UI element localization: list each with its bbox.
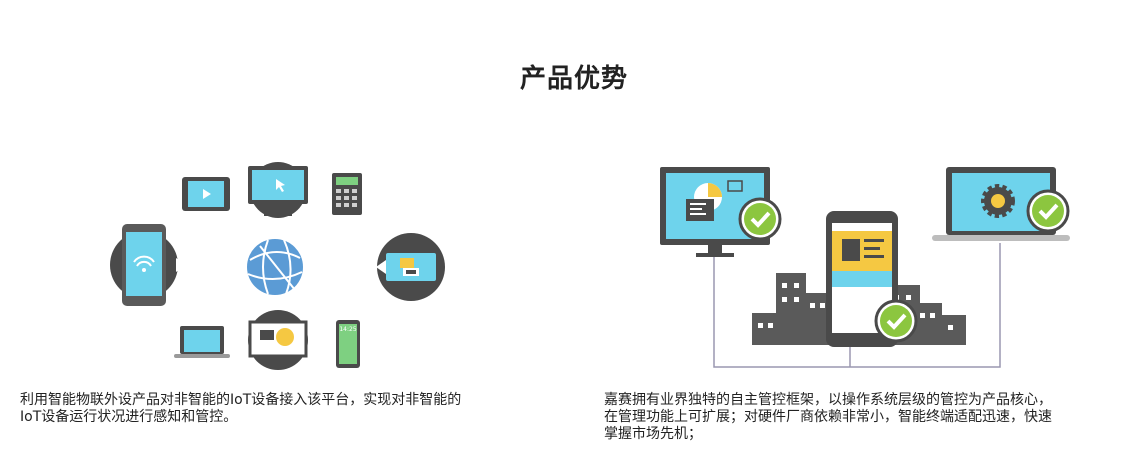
description-line: 掌握市场先机； (604, 426, 702, 442)
globe-icon (247, 239, 303, 295)
phone-wifi-icon (110, 224, 186, 306)
smartphone-icon (826, 211, 898, 347)
description-line: IoT设备运行状况进行感知和管控。 (20, 409, 238, 425)
description-line: 利用智能物联外设产品对非智能的IoT设备接入该平台，实现对非智能的 (20, 392, 462, 408)
management-framework-illustration (650, 155, 1090, 375)
description-line: 在管理功能上可扩展；对硬件厂商依赖非常小，智能终端适配迅速，快速 (604, 409, 1052, 425)
chart-monitor-icon (248, 300, 308, 370)
display-circle-icon (376, 233, 445, 301)
feature-description-iot: 利用智能物联外设产品对非智能的IoT设备接入该平台，实现对非智能的 IoT设备运… (20, 392, 540, 426)
smartphone-icon: 14:25 (336, 320, 360, 368)
description-line: 嘉赛拥有业界独特的自主管控框架，以操作系统层级的管控为产品核心， (604, 392, 1052, 408)
iot-devices-illustration: 14:25 (100, 150, 460, 380)
monitor-icon (248, 162, 308, 218)
check-badge-icon (874, 299, 918, 343)
tablet-icon (182, 177, 230, 211)
laptop-icon (174, 326, 230, 358)
section-title: 产品优势 (519, 64, 628, 94)
feature-description-framework: 嘉赛拥有业界独特的自主管控框架，以操作系统层级的管控为产品核心， 在管理功能上可… (604, 392, 1134, 443)
check-badge-icon (738, 197, 782, 241)
calculator-icon (332, 173, 362, 215)
check-badge-icon (1026, 189, 1070, 233)
phone-time-label: 14:25 (339, 326, 356, 333)
